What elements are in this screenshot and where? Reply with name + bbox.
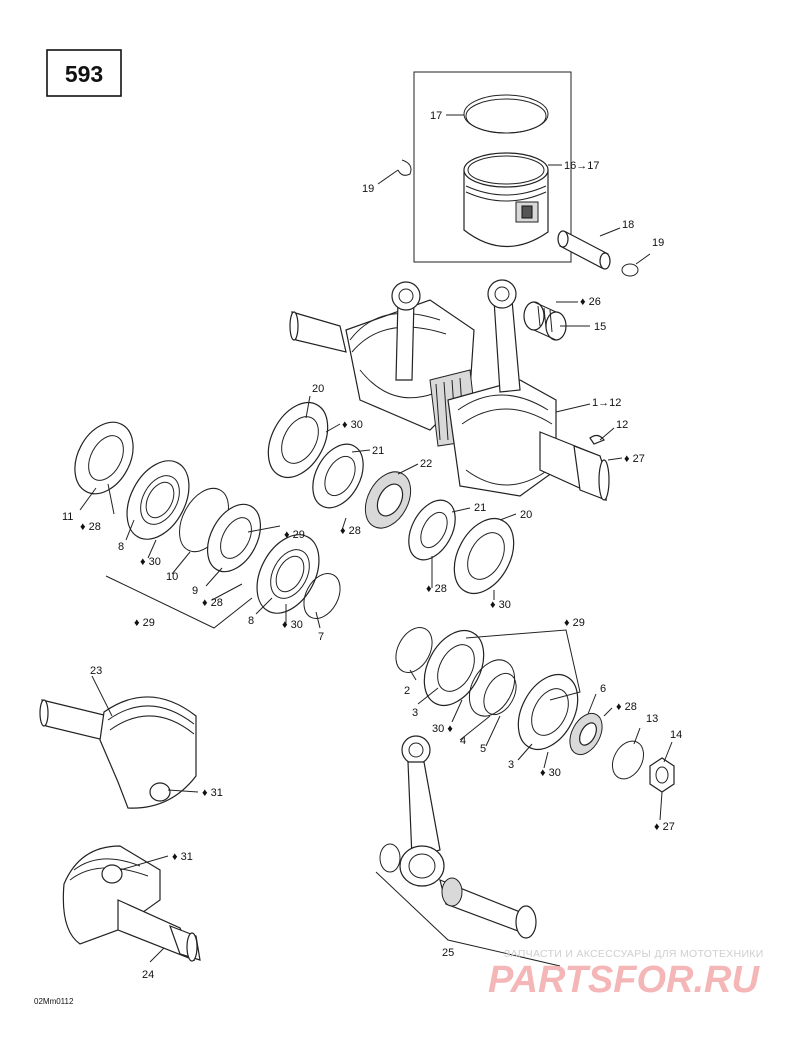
callout-20-top: 20 bbox=[312, 383, 324, 395]
washer-13 bbox=[611, 740, 645, 780]
callout-27-top: ♦ 27 bbox=[624, 453, 645, 465]
callout-3-lower: 3 bbox=[508, 759, 514, 771]
callout-19-left: 19 bbox=[362, 183, 374, 195]
callout-17: 17 bbox=[430, 110, 442, 122]
callout-27-bottom: ♦ 27 bbox=[654, 821, 675, 833]
callout-1-12: 1→12 bbox=[592, 397, 621, 409]
callout-20-lower: 20 bbox=[520, 509, 532, 521]
oil-seal-21-lower bbox=[408, 499, 456, 561]
callout-21-lower: 21 bbox=[474, 502, 486, 514]
shim-5 bbox=[483, 672, 517, 716]
callout-23: 23 bbox=[90, 665, 102, 677]
ball-bearing-3-upper bbox=[423, 630, 485, 706]
oil-seal-11 bbox=[74, 421, 134, 495]
crankshaft-assembly bbox=[289, 279, 610, 501]
callout-12: 12 bbox=[616, 419, 628, 431]
callout-28-d: ♦ 28 bbox=[426, 583, 447, 595]
callout-8-right: 8 bbox=[248, 615, 254, 627]
callout-13: 13 bbox=[646, 713, 658, 725]
needle-bearing bbox=[523, 301, 567, 341]
callout-29-a: ♦ 29 bbox=[284, 529, 305, 541]
callout-30-c: ♦ 30 bbox=[490, 599, 511, 611]
ball-bearing-8-left bbox=[126, 460, 190, 540]
callout-5: 5 bbox=[480, 743, 486, 755]
callout-28-b: ♦ 28 bbox=[202, 597, 223, 609]
callout-30-f: ♦ 30 bbox=[540, 767, 561, 779]
crankshaft-half-23 bbox=[39, 696, 197, 809]
callout-6: 6 bbox=[600, 683, 606, 695]
piston bbox=[463, 152, 549, 248]
circlip-right bbox=[621, 263, 639, 277]
callout-26: ♦ 26 bbox=[580, 296, 601, 308]
oil-seal-9 bbox=[206, 503, 262, 573]
callout-10: 10 bbox=[166, 571, 178, 583]
callout-28-e: ♦ 28 bbox=[616, 701, 637, 713]
callout-30-b: ♦ 30 bbox=[140, 556, 161, 568]
callout-28-c: ♦ 28 bbox=[340, 525, 361, 537]
callout-8-left: 8 bbox=[118, 541, 124, 553]
oil-seal-6 bbox=[569, 712, 603, 756]
ball-bearing-20-lower bbox=[453, 518, 515, 594]
nut-14 bbox=[649, 757, 675, 793]
piston-ring bbox=[463, 94, 549, 134]
callout-24: 24 bbox=[142, 969, 154, 981]
drawing-reference: 02Mm0112 bbox=[34, 997, 74, 1006]
callout-15: 15 bbox=[594, 321, 606, 333]
callout-7: 7 bbox=[318, 631, 324, 643]
leader-lines bbox=[79, 114, 673, 967]
woodruff-key bbox=[589, 434, 605, 445]
callout-31-b: ♦ 31 bbox=[172, 851, 193, 863]
piston-pin bbox=[557, 230, 611, 270]
watermark: ЗАПЧАСТИ И АКСЕССУАРЫ ДЛЯ МОТОТЕХНИКИ PA… bbox=[488, 948, 764, 1001]
callout-9: 9 bbox=[192, 585, 198, 597]
page-number: 593 bbox=[65, 61, 103, 87]
watermark-logo: PARTSFOR.RU bbox=[488, 959, 760, 1001]
callout-21-top: 21 bbox=[372, 445, 384, 457]
callout-14: 14 bbox=[670, 729, 682, 741]
ball-bearing-20-upper bbox=[267, 402, 329, 478]
callout-22: 22 bbox=[420, 458, 432, 470]
drive-gear-22 bbox=[364, 471, 412, 529]
callout-18: 18 bbox=[622, 219, 634, 231]
shim-4 bbox=[468, 659, 516, 717]
watermark-tagline: ЗАПЧАСТИ И АКСЕССУАРЫ ДЛЯ МОТОТЕХНИКИ bbox=[504, 948, 764, 960]
ball-bearing-8-right bbox=[256, 534, 320, 614]
piston-group-frame bbox=[413, 71, 572, 263]
callout-11: 11 bbox=[62, 511, 73, 523]
callout-29-c: ♦ 29 bbox=[564, 617, 585, 629]
callout-3-upper: 3 bbox=[412, 707, 418, 719]
connecting-rod-25 bbox=[379, 735, 537, 939]
callout-25: 25 bbox=[442, 947, 454, 959]
callout-19-right: 19 bbox=[652, 237, 664, 249]
ring-2 bbox=[395, 627, 433, 673]
callout-labels: 17 16→17 19 18 19 ♦ 26 15 1→12 12 ♦ 27 2… bbox=[62, 110, 682, 981]
page-number-box: 593 bbox=[46, 49, 122, 97]
callout-30-d: ♦ 30 bbox=[282, 619, 303, 631]
ring-7 bbox=[303, 573, 341, 619]
callout-28-a: ♦ 28 bbox=[80, 521, 101, 533]
callout-29-b: ♦ 29 bbox=[134, 617, 155, 629]
callout-31-a: ♦ 31 bbox=[202, 787, 223, 799]
oil-seal-21-upper bbox=[312, 443, 364, 509]
crankshaft-half-24 bbox=[62, 845, 201, 962]
callout-30-a: ♦ 30 bbox=[342, 419, 363, 431]
circlip-left bbox=[397, 159, 412, 176]
callout-2: 2 bbox=[404, 685, 410, 697]
callout-4: 4 bbox=[460, 735, 466, 747]
callout-30-e: 30 ♦ bbox=[432, 723, 453, 735]
callout-16-17: 16→17 bbox=[564, 160, 599, 172]
